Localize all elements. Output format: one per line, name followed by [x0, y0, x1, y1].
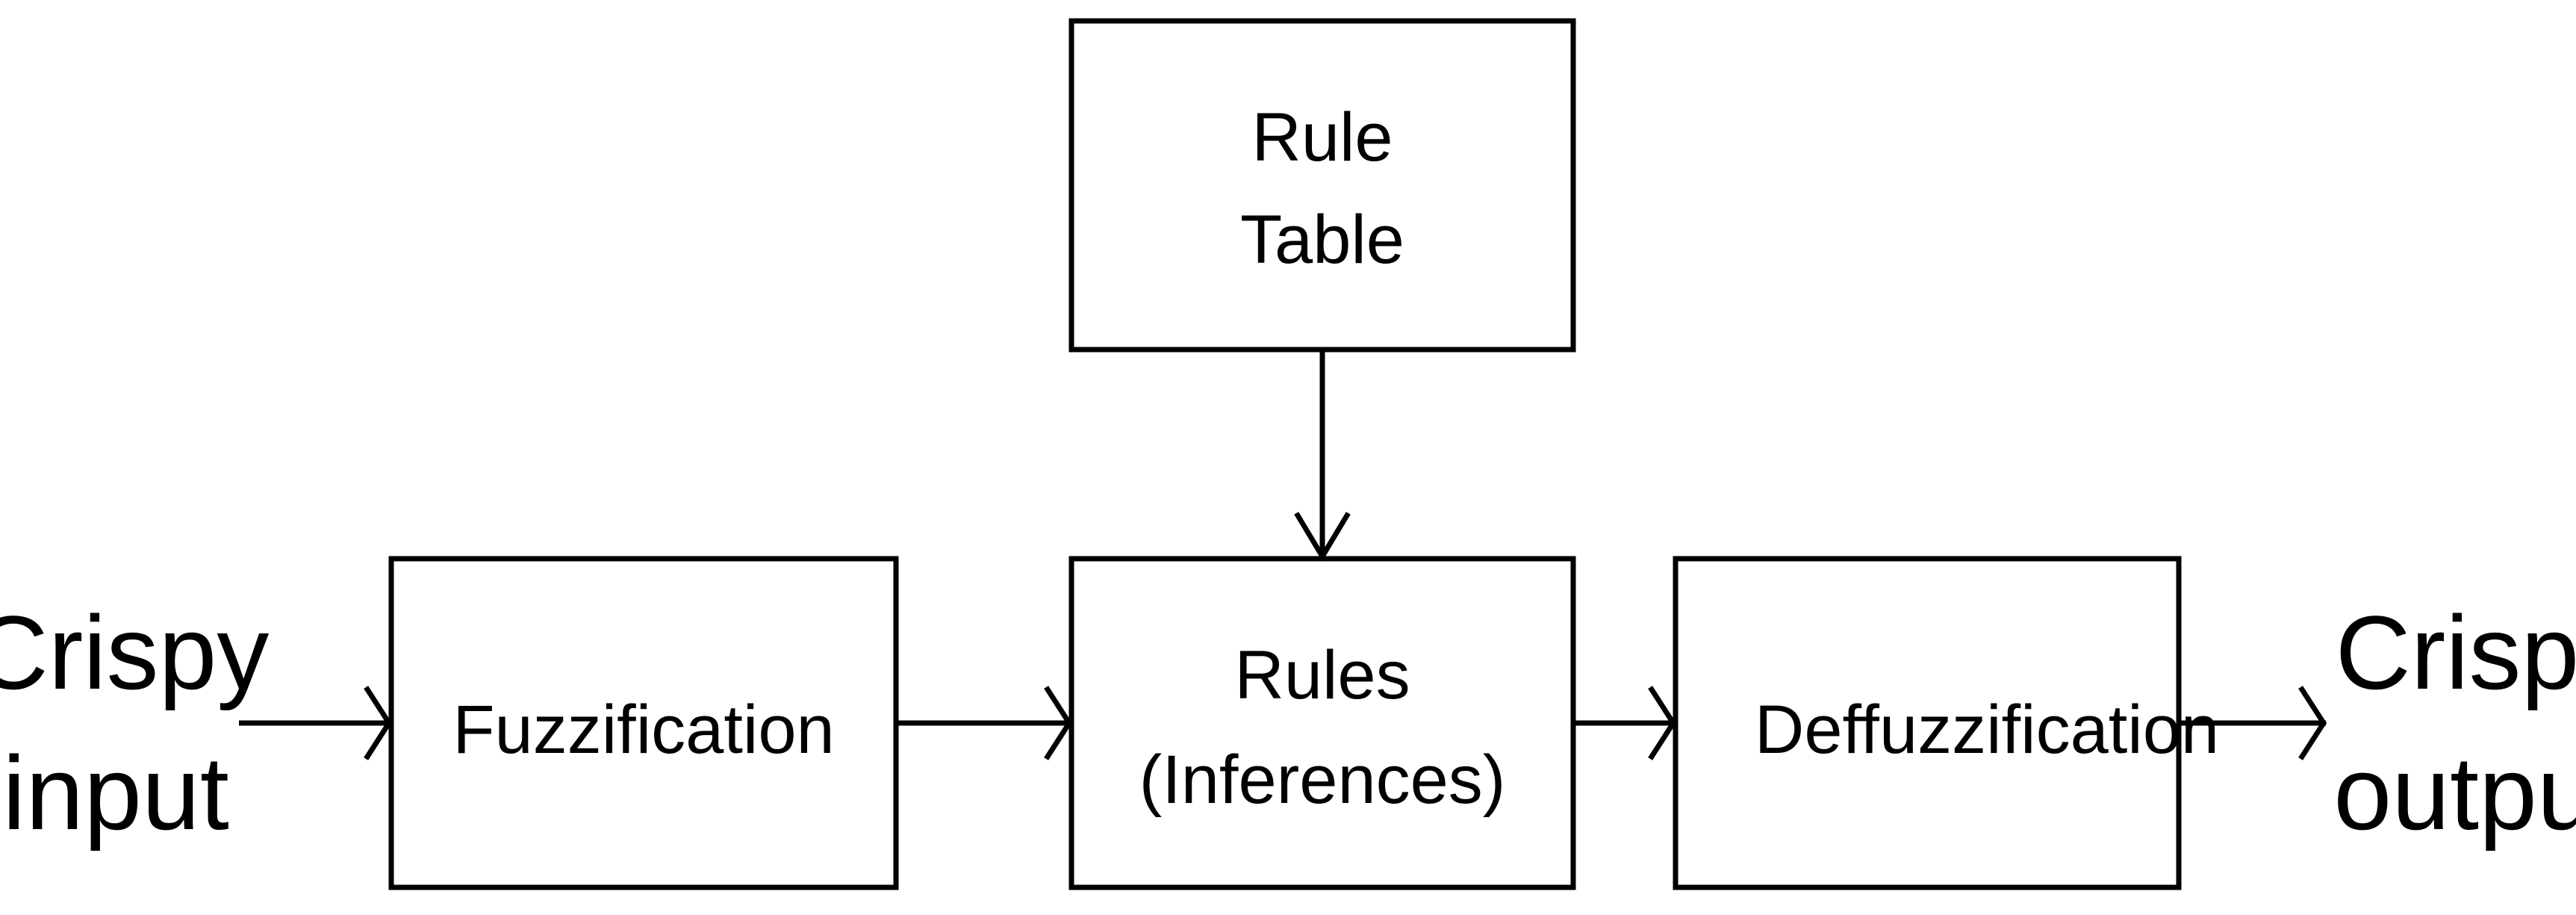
crispy-input-line1: Crispy	[0, 594, 269, 711]
rules-box	[1068, 556, 1576, 890]
crispy-input-line2: input	[2, 734, 229, 852]
arrow-input-to-fuzzification	[239, 686, 393, 760]
defuzzification-label: Deffuzzification	[1755, 692, 2219, 768]
arrow-fuzzification-to-rules	[896, 686, 1073, 760]
rule-table-box	[1068, 18, 1576, 353]
fuzzification-block: Fuzzification	[388, 556, 899, 890]
arrow-ruletable-to-rules	[1294, 350, 1351, 562]
rules-label-line1: Rules	[1234, 637, 1410, 713]
defuzzification-block: Deffuzzification	[1673, 556, 2219, 890]
crispy-input-label: Crispy input	[0, 594, 269, 852]
fuzzification-box	[388, 556, 899, 890]
defuzzification-box	[1673, 556, 2182, 890]
arrow-rules-to-defuzzification	[1573, 686, 1677, 760]
rule-table-label-line1: Rule	[1251, 99, 1393, 176]
crispy-output-line2: output	[2333, 734, 2576, 852]
fuzzification-label: Fuzzification	[452, 692, 834, 768]
rules-block: Rules (Inferences)	[1068, 556, 1576, 890]
arrow-defuzzification-to-output	[2179, 686, 2327, 760]
rule-table-label-line2: Table	[1240, 202, 1404, 278]
rule-table-block: Rule Table	[1068, 18, 1576, 353]
crispy-output-label: Crispy output	[2333, 594, 2576, 852]
crispy-output-line1: Crispy	[2336, 594, 2576, 711]
rules-label-line2: (Inferences)	[1139, 742, 1506, 818]
